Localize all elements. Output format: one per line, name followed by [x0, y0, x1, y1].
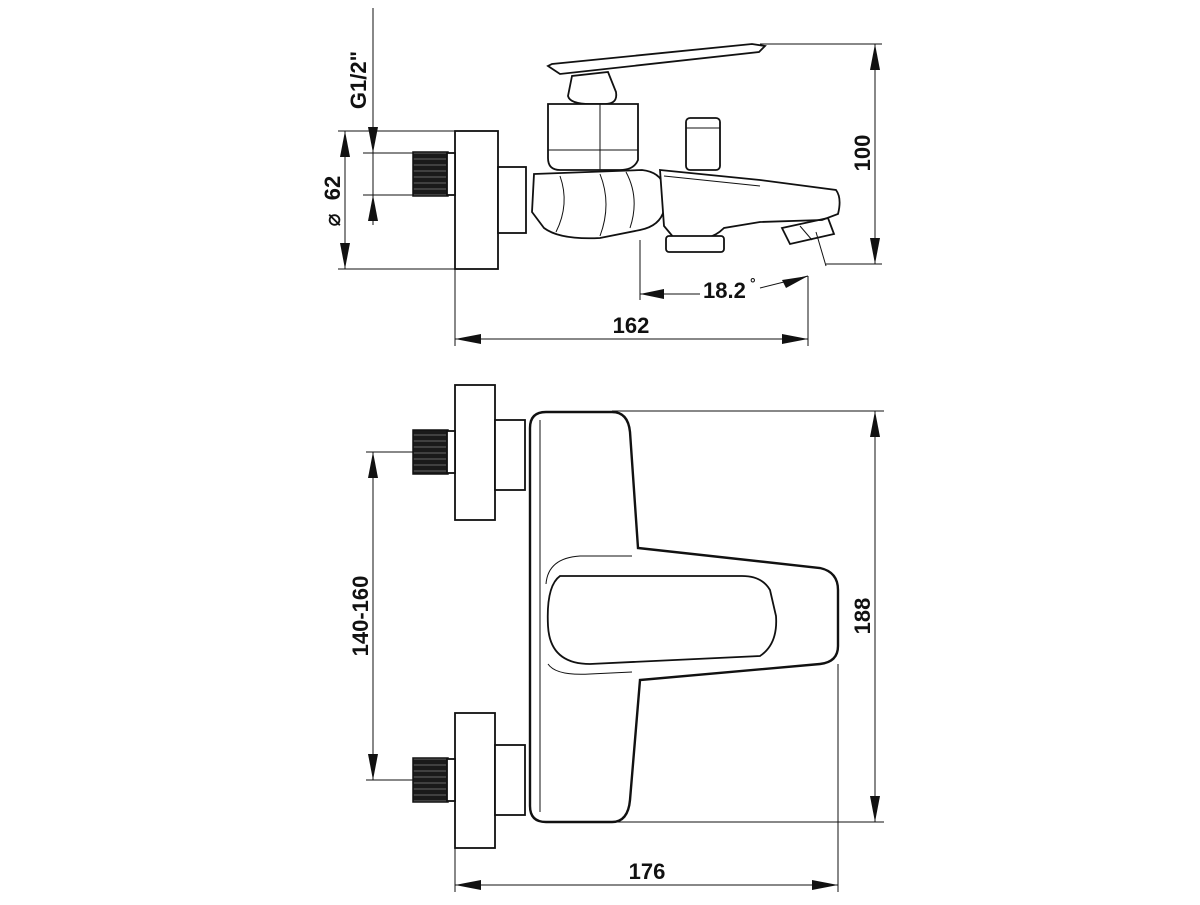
side-mixer-body: [531, 169, 665, 240]
top-wall-plate-lower: [454, 712, 496, 849]
side-diverter-knob: [685, 117, 721, 171]
side-aerator: [780, 216, 836, 246]
top-thread-lower: [412, 757, 449, 803]
dim-length-label: 188: [850, 598, 875, 635]
dim-width-label: 176: [629, 859, 666, 884]
dim-angle-unit: °: [750, 275, 756, 291]
top-view: 140-160 188 176: [348, 384, 884, 892]
side-lever-handle: [546, 43, 767, 75]
side-cartridge-housing: [547, 103, 639, 171]
side-lever-neck: [567, 71, 618, 105]
dim-height-label: 100: [850, 135, 875, 172]
side-thread-nut: [446, 152, 456, 196]
side-view: G1/2" ⌀ 62 100 18.2 ° 162: [320, 8, 882, 346]
dim-diameter-symbol: ⌀: [320, 213, 345, 226]
dim-angle-label: 18.2: [703, 278, 746, 303]
dim-thread-label: G1/2": [346, 51, 371, 109]
side-wall-plate: [454, 130, 499, 270]
top-wall-plate-upper: [454, 384, 496, 521]
side-bottom-outlet: [665, 235, 725, 253]
top-lever: [546, 575, 778, 665]
top-connector-upper: [494, 419, 526, 491]
dim-diameter-label: 62: [320, 176, 345, 200]
top-connector-lower: [494, 744, 526, 816]
side-spout: [659, 168, 841, 239]
dim-centers-label: 140-160: [348, 576, 373, 657]
side-thread-nipple: [412, 151, 449, 197]
side-connector: [497, 166, 527, 234]
top-thread-upper: [412, 429, 449, 475]
dim-depth-label: 162: [613, 313, 650, 338]
